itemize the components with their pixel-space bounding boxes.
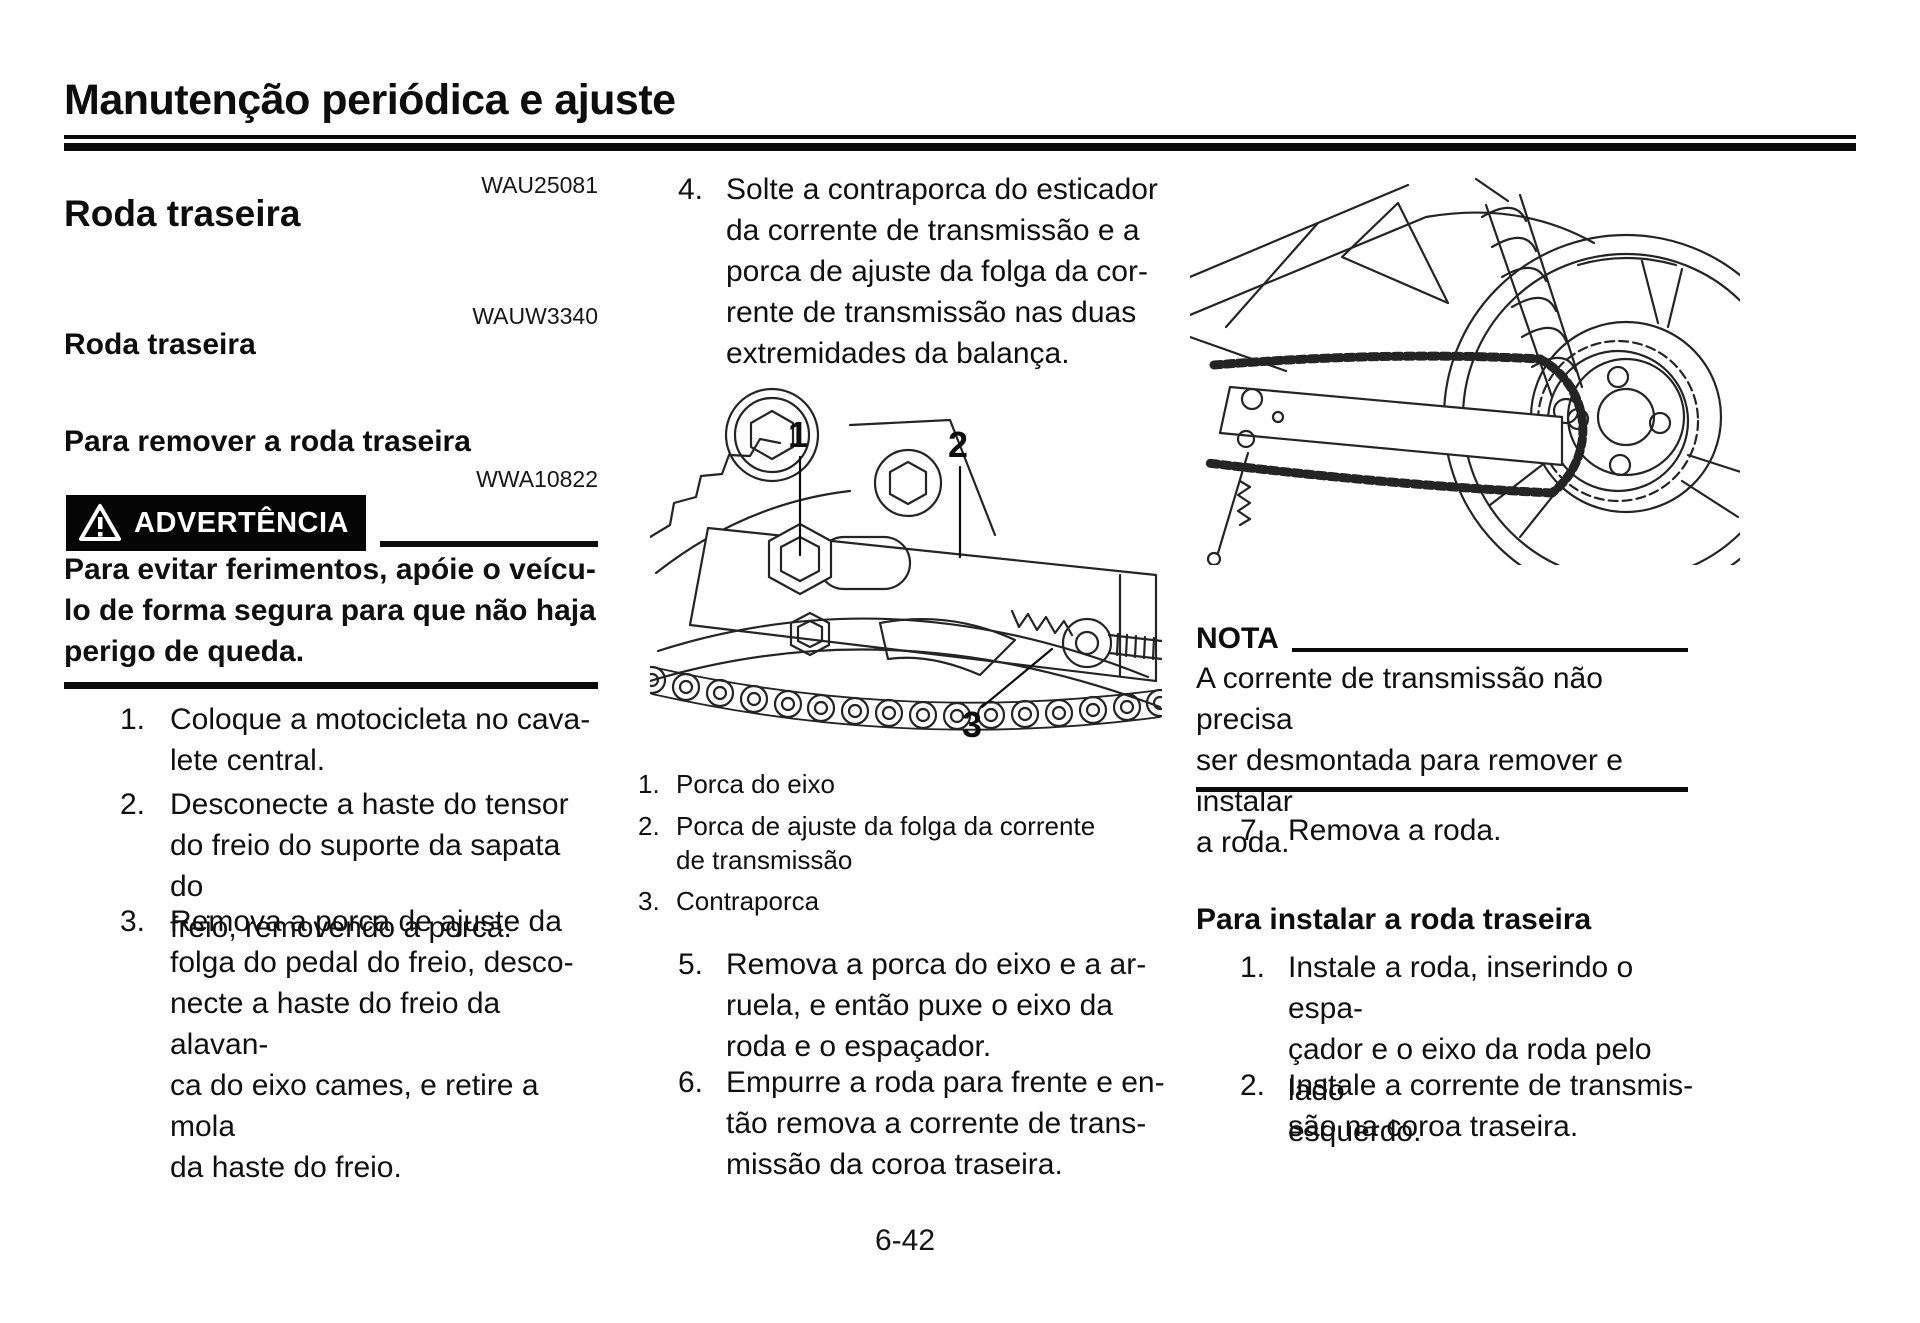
reference-code: WAUW3340 <box>472 303 598 329</box>
step-number: 4. <box>678 173 704 206</box>
frame-tubes <box>1190 183 1596 373</box>
chain-links <box>650 665 1162 731</box>
adjuster-spring <box>1010 609 1074 637</box>
step-text: Instale a roda, inserindo o espa- çador … <box>1288 951 1652 1148</box>
sprocket-teeth <box>650 437 852 575</box>
step-text: Remova a roda. <box>1288 814 1502 847</box>
axle-adjuster-figure: 1 2 3 <box>650 387 1162 745</box>
page-title: Manutenção periódica e ajuste <box>64 76 676 124</box>
warning-bottom-rule <box>64 682 598 689</box>
upper-boss <box>724 387 820 483</box>
note-label: NOTA <box>1196 622 1279 655</box>
callout-label-1: 1 <box>788 414 808 455</box>
step-number: 1. <box>1240 951 1266 984</box>
rear-sprocket-rim <box>650 617 1162 709</box>
caption-text: Contraporca <box>676 886 820 916</box>
page-number: 6-42 <box>874 1224 936 1257</box>
callout-label-3: 3 <box>962 704 982 745</box>
note-bottom-rule <box>1196 787 1688 792</box>
step-text: Solte a contraporca do esticador da corr… <box>726 173 1158 370</box>
step-text: Instale a corrente de transmis- são na c… <box>1288 1069 1694 1143</box>
warning-side-rule <box>380 541 598 547</box>
brake-rod <box>1206 451 1252 565</box>
step-number: 3. <box>120 905 146 938</box>
axle-nut <box>767 522 912 596</box>
caption-text: Porca de ajuste da folga da corrente de … <box>676 811 1096 875</box>
step-text: Remova a porca de ajuste da folga do ped… <box>170 905 574 1184</box>
warning-banner: ADVERTÊNCIA <box>66 495 366 551</box>
figure-callout-labels: 1 2 3 <box>788 414 982 745</box>
caption-text: Porca do eixo <box>676 769 835 799</box>
warning-label: ADVERTÊNCIA <box>134 506 349 539</box>
step-number: 7. <box>1240 814 1266 847</box>
callout-lines <box>798 455 1054 709</box>
step-number: 2. <box>120 788 146 821</box>
step-number: 6. <box>678 1066 704 1099</box>
step-text: Coloque a motocicleta no cava- lete cent… <box>170 703 591 777</box>
procedure-heading: Para remover a roda traseira <box>64 425 471 458</box>
subsection-heading: Roda traseira <box>64 328 256 361</box>
caption-number: 1. <box>638 769 660 799</box>
shock-absorber <box>1474 177 1584 425</box>
step-text: Empurre a roda para frente e en- tão rem… <box>726 1066 1165 1181</box>
step-number: 1. <box>120 703 146 736</box>
step-number: 2. <box>1240 1069 1266 1102</box>
step-text: Remova a porca do eixo e a ar- ruela, e … <box>726 948 1147 1063</box>
step-number: 5. <box>678 948 704 981</box>
section-heading: Roda traseira <box>64 193 301 234</box>
caption-number: 2. <box>638 811 660 841</box>
callout-label-2: 2 <box>948 424 968 465</box>
warning-triangle-icon <box>78 503 122 543</box>
title-rule-thin <box>64 135 1856 139</box>
drive-chain <box>1203 351 1588 498</box>
step-text: Desconecte a haste do tensor do freio do… <box>170 788 569 944</box>
swingarm-end <box>688 418 1158 683</box>
adjuster-clevis-rod <box>1061 617 1162 669</box>
note-side-rule <box>1292 648 1688 652</box>
swingarm <box>1218 385 1564 467</box>
title-rule-thick <box>64 143 1856 151</box>
warning-code: WWA10822 <box>476 466 598 492</box>
reference-code: WAU25081 <box>481 172 598 198</box>
warning-text: Para evitar ferimentos, apóie o veícu- l… <box>64 553 596 668</box>
note-text: A corrente de transmissão não precisa se… <box>1196 662 1623 859</box>
rear-wheel-figure <box>1190 177 1740 565</box>
caption-number: 3. <box>638 886 660 916</box>
install-heading: Para instalar a roda traseira <box>1196 903 1592 936</box>
